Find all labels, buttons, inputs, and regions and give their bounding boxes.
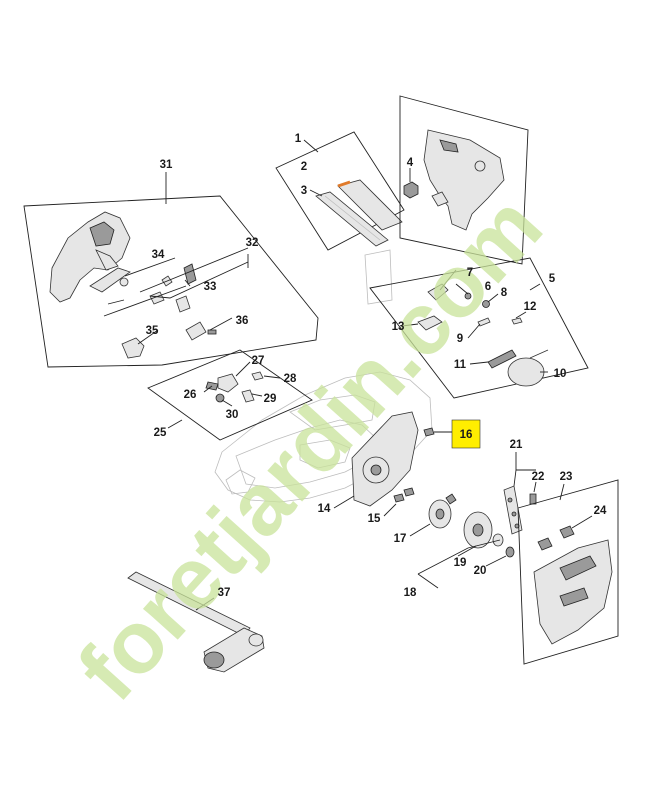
part-34-rod (107, 299, 125, 305)
label-1: 1 (295, 133, 302, 145)
part-34-knob (119, 277, 129, 287)
label-30: 30 (226, 409, 239, 421)
part-27-switch (217, 373, 239, 393)
part-14-side-plate (351, 411, 419, 507)
part-6-pin (464, 292, 472, 300)
part-15-screws (383, 487, 415, 517)
part-11-spring (487, 349, 517, 369)
label-6: 6 (485, 281, 491, 293)
leaders-23-group (559, 483, 593, 529)
label-3: 3 (301, 185, 307, 197)
part-32-rod (183, 263, 197, 285)
part-2-chain (337, 179, 403, 231)
label-35: 35 (146, 325, 159, 337)
label-10: 10 (554, 368, 567, 380)
chain-brake-parts (417, 283, 549, 387)
leader-37 (195, 597, 215, 611)
leaders-18-group (417, 539, 507, 589)
part-34-lever (89, 267, 131, 293)
part-4-cover (423, 129, 505, 231)
label-7: 7 (467, 267, 473, 279)
part-21-tensioner (503, 485, 537, 535)
leader-1 (303, 139, 319, 153)
label-22: 22 (532, 471, 545, 483)
part-29-pin (241, 389, 255, 403)
part-16-screw (423, 427, 452, 437)
label-34: 34 (152, 249, 165, 261)
frame-25 (147, 349, 313, 441)
watermark-text: foretjardin.com (59, 176, 561, 718)
label-12: 12 (524, 301, 537, 313)
label-37: 37 (218, 587, 231, 599)
part-3-guide-bar (315, 191, 389, 247)
label-36: 36 (236, 315, 249, 327)
part-19-sprocket-disc (463, 511, 504, 549)
frame-5 (369, 257, 589, 399)
label-27: 27 (252, 355, 265, 367)
leaders-21-group (513, 452, 537, 493)
part-7-lever (427, 283, 449, 301)
part-35-bracket (121, 337, 145, 359)
label-9: 9 (457, 333, 463, 345)
label-14: 14 (318, 503, 331, 515)
label-29: 29 (264, 393, 277, 405)
leaders-31-group (103, 172, 249, 345)
part-17-gear (409, 493, 457, 537)
label-18: 18 (404, 587, 417, 599)
label-2: 2 (301, 161, 307, 173)
label-24: 24 (594, 505, 607, 517)
label-32: 32 (246, 237, 259, 249)
frame-23 (517, 479, 619, 665)
handle-housing-part (49, 211, 131, 303)
label-17: 17 (394, 533, 407, 545)
label-11: 11 (454, 359, 467, 371)
leader-3 (309, 189, 323, 197)
leader-14 (333, 495, 355, 509)
label-31: 31 (160, 159, 173, 171)
label-26: 26 (184, 389, 197, 401)
part-36-switch (185, 321, 207, 341)
frame-4 (399, 95, 529, 265)
part-13-plate (417, 315, 443, 331)
label-15: 15 (368, 513, 381, 525)
switch-parts (205, 371, 264, 403)
label-16: 16 (460, 429, 473, 441)
label-33: 33 (204, 281, 217, 293)
part-37-wrench (127, 571, 265, 673)
part-28-clip (251, 371, 264, 381)
frame-1 (275, 131, 405, 251)
part-12-washer (511, 317, 523, 325)
part-36-screw (207, 329, 217, 335)
leaders-25-group (167, 361, 281, 429)
part-8-bush (482, 300, 490, 308)
label-4: 4 (407, 157, 414, 169)
label-25: 25 (154, 427, 167, 439)
highlight-box-16 (451, 419, 481, 449)
part-23-cover (533, 539, 613, 645)
leaders-5-group (401, 269, 548, 373)
label-5: 5 (549, 273, 556, 285)
part-4-nut (403, 181, 419, 199)
part-labels: 1 2 3 4 5 6 7 8 9 10 11 12 13 14 15 16 1… (146, 133, 607, 599)
label-20: 20 (474, 565, 487, 577)
label-23: 23 (560, 471, 573, 483)
label-13: 13 (392, 321, 405, 333)
part-32-pin (175, 295, 191, 313)
part-20-ring (505, 546, 515, 558)
label-28: 28 (284, 373, 297, 385)
part-10-band (507, 357, 545, 387)
label-19: 19 (454, 557, 467, 569)
label-8: 8 (501, 287, 508, 299)
label-21: 21 (510, 439, 523, 451)
frame-31 (23, 195, 319, 368)
part-24-nuts (537, 525, 575, 551)
